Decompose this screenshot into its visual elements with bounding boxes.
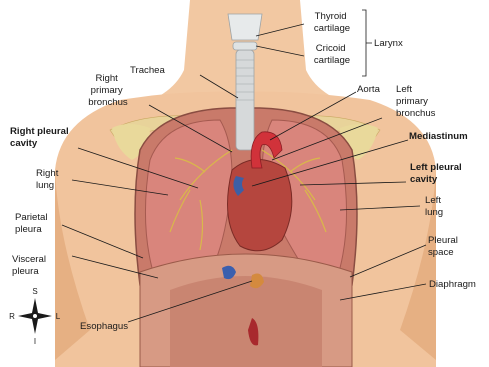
- cricoid-cartilage: [233, 42, 257, 50]
- mediastinum-label: Mediastinum: [409, 131, 468, 142]
- aorta-label: Aorta: [357, 84, 381, 95]
- pleural-space-label: Pleural space: [428, 235, 461, 258]
- left-primary-bronchus-label: Left primary bronchus: [396, 84, 436, 119]
- compass-south-label: I: [34, 337, 36, 346]
- larynx-label: Larynx: [374, 38, 403, 49]
- orientation-compass: S I R L: [9, 287, 61, 346]
- diaphragm-muscle: [170, 276, 322, 367]
- left-lung-label: Left lung: [425, 195, 444, 218]
- visceral-pleura-label: Visceral pleura: [12, 254, 49, 277]
- diaphragm-label: Diaphragm: [429, 279, 476, 290]
- larynx-bracket: [362, 10, 372, 76]
- thyroid-cartilage-label: Thyroid cartilage: [314, 11, 350, 34]
- cricoid-cartilage-label: Cricoid cartilage: [314, 43, 350, 66]
- compass-west-label: R: [9, 312, 15, 321]
- trachea-label: Trachea: [130, 65, 166, 76]
- parietal-pleura-label: Parietal pleura: [15, 212, 50, 235]
- heart: [228, 159, 292, 250]
- compass-east-label: L: [56, 312, 61, 321]
- esophagus-label: Esophagus: [80, 321, 128, 332]
- torso-illustration: [55, 0, 436, 367]
- left-pleural-cavity-label: Left pleural cavity: [410, 162, 464, 185]
- right-primary-bronchus-label: Right primary bronchus: [88, 73, 128, 108]
- compass-north-label: S: [32, 287, 37, 296]
